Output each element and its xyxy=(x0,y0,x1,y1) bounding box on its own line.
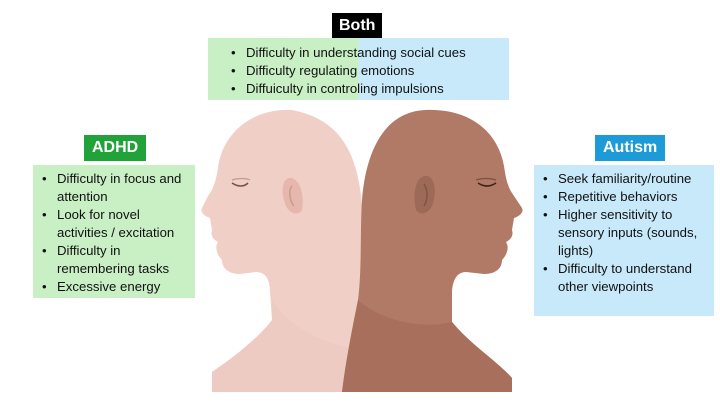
list-item: Difficulty to understand other viewpoint… xyxy=(538,260,710,296)
autism-label: Autism xyxy=(595,135,666,161)
list-item: Excessive energy xyxy=(37,278,191,296)
both-traits-box: Difficulty in understanding social cues … xyxy=(208,38,509,100)
list-item: Diffuiculty in controling impulsions xyxy=(226,80,503,98)
list-item: Repetitive behaviors xyxy=(538,188,710,206)
list-item: Difficulty in remembering tasks xyxy=(37,242,191,278)
adhd-traits-list: Difficulty in focus and attention Look f… xyxy=(37,170,191,296)
autism-traits-list: Seek familiarity/routine Repetitive beha… xyxy=(538,170,710,296)
autism-traits-box: Seek familiarity/routine Repetitive beha… xyxy=(534,165,714,316)
list-item: Seek familiarity/routine xyxy=(538,170,710,188)
list-item: Difficulty in understanding social cues xyxy=(226,44,503,62)
list-item: Higher sensitivity to sensory inputs (so… xyxy=(538,206,710,260)
list-item: Look for novel activities / excitation xyxy=(37,206,191,242)
adhd-label: ADHD xyxy=(84,135,147,161)
both-label: Both xyxy=(332,13,383,39)
adhd-traits-box: Difficulty in focus and attention Look f… xyxy=(33,165,195,298)
both-traits-list: Difficulty in understanding social cues … xyxy=(226,44,503,98)
list-item: Difficulty in focus and attention xyxy=(37,170,191,206)
list-item: Difficulty regulating emotions xyxy=(226,62,503,80)
dark-skin-head-icon xyxy=(342,109,523,392)
